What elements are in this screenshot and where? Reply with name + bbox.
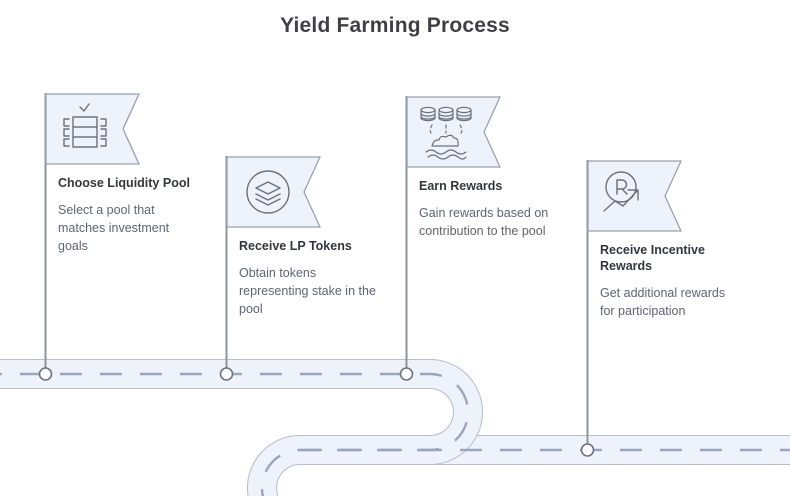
step-receive-lp-tokens[interactable]: Receive LP Tokens Obtain tokens represen… bbox=[226, 156, 376, 316]
step-receive-incentive-rewards[interactable]: Receive Incentive Rewards Get additional… bbox=[587, 160, 725, 318]
coins-splash-icon bbox=[420, 106, 472, 160]
road-bend-right-fill bbox=[429, 360, 482, 464]
layers-circle-icon bbox=[246, 170, 290, 214]
step-title-3: Earn Rewards bbox=[419, 179, 503, 193]
reward-growth-icon bbox=[603, 171, 639, 212]
road-marker-4[interactable] bbox=[580, 443, 595, 457]
step-desc-3: Gain rewards based on contribution to th… bbox=[419, 206, 549, 238]
step-title-2: Receive LP Tokens bbox=[239, 239, 352, 253]
step-title-4: Receive Incentive Rewards bbox=[600, 243, 705, 273]
step-choose-liquidity-pool[interactable]: Choose Liquidity Pool Select a pool that… bbox=[45, 93, 190, 253]
road-bend-left-fill bbox=[248, 436, 301, 496]
table-check-icon bbox=[63, 103, 107, 148]
step-title-1: Choose Liquidity Pool bbox=[58, 176, 190, 190]
banner-step-1 bbox=[45, 93, 141, 165]
step-earn-rewards[interactable]: Earn Rewards Gain rewards based on contr… bbox=[406, 96, 548, 238]
road-marker-2[interactable] bbox=[219, 367, 234, 381]
step-desc-1: Select a pool that matches investment go… bbox=[58, 203, 170, 253]
step-desc-2: Obtain tokens representing stake in the … bbox=[239, 266, 376, 316]
road-marker-3[interactable] bbox=[399, 367, 414, 381]
banner-step-3 bbox=[406, 96, 502, 168]
step-desc-4: Get additional rewards for participation bbox=[600, 286, 726, 318]
page-title: Yield Farming Process bbox=[280, 14, 510, 37]
road-marker-1[interactable] bbox=[38, 367, 53, 381]
banner-step-2 bbox=[226, 156, 322, 228]
banner-step-4 bbox=[587, 160, 683, 232]
